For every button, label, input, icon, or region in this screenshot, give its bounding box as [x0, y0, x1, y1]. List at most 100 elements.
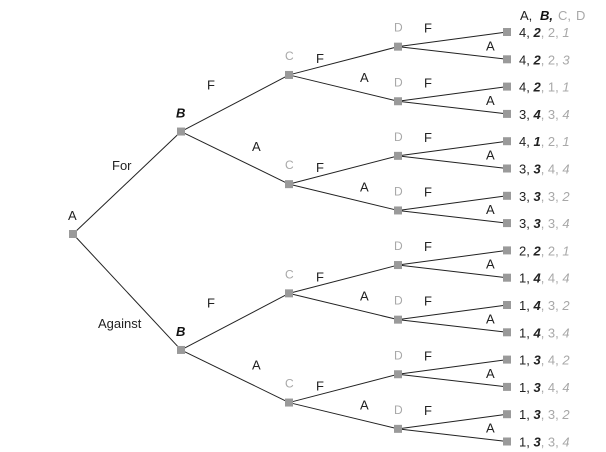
node-c — [285, 398, 293, 407]
payoff-label: 3, 3, 3, 4 — [519, 216, 570, 231]
edge-c-f — [288, 155, 399, 185]
edge-c-a — [288, 402, 399, 430]
edge-d-a — [397, 373, 508, 388]
edge-d-a — [397, 319, 508, 333]
payoff-label: 1, 3, 3, 4 — [519, 435, 570, 450]
leaf-node — [503, 437, 511, 446]
leaf-node — [503, 301, 511, 309]
label-b-player: B — [176, 324, 185, 339]
leaf-node — [503, 28, 511, 36]
header-a: A, — [520, 8, 532, 23]
edge-label-d-f: F — [424, 75, 432, 90]
edge-d-f — [397, 359, 508, 375]
label-d-player: D — [394, 239, 403, 253]
edge-b-f — [180, 74, 290, 132]
edge-label-c-a: A — [360, 289, 369, 304]
node-b — [177, 127, 185, 136]
payoff-label: 3, 3, 3, 2 — [519, 189, 570, 204]
payoff-label: 1, 4, 3, 2 — [519, 298, 570, 313]
leaf-node — [503, 410, 511, 419]
edge-d-f — [397, 249, 508, 266]
edge-label-b-f: F — [207, 77, 215, 92]
edge-label-d-a: A — [486, 148, 495, 163]
label-b-player: B — [176, 106, 185, 121]
edge-c-a — [288, 183, 399, 211]
payoff-label: 4, 2, 1, 1 — [519, 80, 570, 95]
edge-label-b-f: F — [207, 296, 215, 311]
edge-label-d-f: F — [424, 21, 432, 36]
edge-label-for: For — [112, 158, 132, 173]
node-d — [394, 370, 402, 379]
payoff-label: 2, 2, 2, 1 — [519, 243, 570, 258]
payoff-label: 1, 3, 4, 4 — [519, 380, 570, 395]
edge-label-d-f: F — [424, 184, 432, 199]
tree-nodes — [69, 28, 511, 446]
edge-root-against — [72, 233, 182, 351]
label-d-player: D — [394, 75, 403, 89]
edge-label-d-a: A — [486, 311, 495, 326]
leaf-node — [503, 328, 511, 337]
leaf-node — [503, 246, 511, 255]
edge-label-c-a: A — [360, 398, 369, 413]
payoff-label: 1, 3, 3, 2 — [519, 407, 570, 422]
leaf-node — [503, 164, 511, 173]
leaf-node — [503, 219, 511, 228]
payoff-label: 3, 4, 3, 4 — [519, 107, 570, 122]
edge-label-c-f: F — [316, 269, 324, 284]
edge-c-f — [288, 373, 399, 404]
node-d — [394, 261, 402, 270]
edge-c-f — [288, 264, 399, 294]
node-d — [394, 42, 402, 51]
edge-label-d-a: A — [486, 202, 495, 217]
header-b: B, — [540, 8, 553, 23]
label-d-player: D — [394, 184, 403, 198]
node-c — [285, 180, 293, 189]
edge-label-c-a: A — [360, 179, 369, 194]
edge-d-a — [397, 264, 508, 279]
edge-label-d-f: F — [424, 403, 432, 418]
edge-label-c-f: F — [316, 51, 324, 66]
leaf-node — [503, 109, 511, 118]
header-d: D — [576, 8, 585, 23]
edge-d-a — [397, 209, 508, 224]
leaf-node — [503, 55, 511, 64]
edge-label-d-a: A — [486, 93, 495, 108]
node-c — [285, 289, 293, 298]
edge-label-d-f: F — [424, 130, 432, 145]
leaf-node — [503, 137, 511, 146]
edge-label-d-f: F — [424, 348, 432, 363]
edge-b-a — [180, 131, 290, 185]
edge-label-d-a: A — [486, 38, 495, 53]
edge-b-f — [180, 292, 290, 351]
edge-d-f — [397, 140, 508, 157]
tree-edges — [72, 31, 508, 442]
node-d — [394, 206, 402, 215]
label-c-player: C — [285, 49, 294, 63]
edge-b-a — [180, 349, 290, 403]
edge-d-a — [397, 428, 508, 442]
label-c-player: C — [285, 377, 294, 391]
edge-label-c-f: F — [316, 379, 324, 394]
leaf-node — [503, 82, 511, 91]
edge-label-d-a: A — [486, 421, 495, 436]
payoff-label: 1, 4, 3, 4 — [519, 325, 570, 340]
node-d — [394, 97, 402, 106]
edge-d-f — [397, 31, 508, 48]
payoff-label: 4, 2, 2, 1 — [519, 25, 570, 40]
leaf-node — [503, 191, 511, 200]
payoff-label: 4, 2, 2, 3 — [519, 52, 570, 67]
node-d — [394, 424, 402, 433]
edge-label-d-a: A — [486, 257, 495, 272]
label-d-player: D — [394, 21, 403, 35]
payoff-label: 4, 1, 2, 1 — [519, 134, 570, 149]
label-c-player: C — [285, 158, 294, 172]
edge-c-a — [288, 292, 399, 321]
edge-d-a — [397, 100, 508, 115]
edge-label-d-f: F — [424, 239, 432, 254]
payoff-label: 1, 3, 4, 2 — [519, 353, 570, 368]
edge-c-a — [288, 74, 399, 102]
node-c — [285, 70, 293, 79]
payoff-label: 1, 4, 4, 4 — [519, 271, 570, 286]
payoff-label: 3, 3, 4, 4 — [519, 162, 570, 177]
